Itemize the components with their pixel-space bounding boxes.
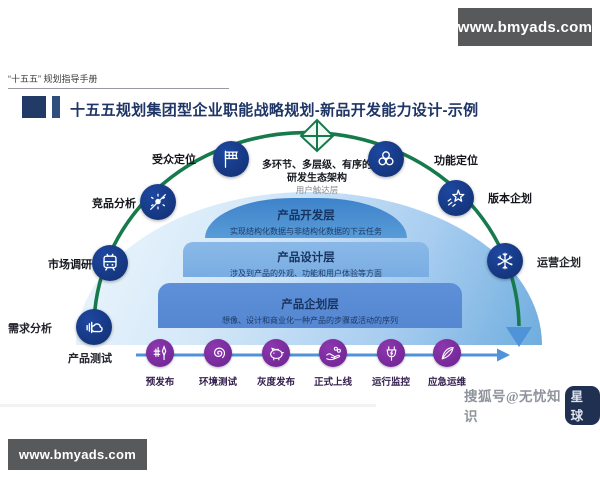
launch-pad-icon [153,344,166,360]
watermark: 搜狐号@无忧知识星球 [464,385,600,425]
shooting-star-icon [447,189,465,207]
label-function-positioning: 功能定位 [434,155,478,167]
gem-icon [299,118,335,153]
step-pre-release [146,339,174,367]
node-version-planning [438,180,474,216]
title-marker-square [22,96,46,118]
node-competitor-analysis [140,184,176,220]
node-function-positioning [368,141,404,177]
tram-icon [103,253,117,271]
node-market-research [92,245,128,281]
feather-icon [441,346,454,359]
step-gray-release [262,339,290,367]
step-official-launch [319,339,347,367]
node-product-testing [76,309,112,345]
page-edge-shadow [0,404,376,407]
layer-title: 产品企划层 [281,299,339,311]
label-audience-positioning: 受众定位 [152,154,196,166]
snowflake-icon [497,252,513,270]
label-demand-analysis: 需求分析 [8,323,52,335]
plug-monitor-icon [386,345,396,361]
layer-subtitle: 想像、设计和商业化一种产品的步骤或活动的序列 [222,316,398,325]
title-marker-bar [52,96,60,118]
layer-product-planning: 产品企划层 想像、设计和商业化一种产品的步骤或活动的序列 [158,283,462,328]
step-label: 预发布 [145,377,175,388]
label-version-planning: 版本企划 [488,193,532,205]
step-label: 正式上线 [313,377,352,388]
layer-subtitle: 实现结构化数据与非结构化数据的下云任务 [230,227,382,236]
label-competitor-analysis: 竞品分析 [92,198,136,210]
step-environment-test [204,339,232,367]
step-emergency-ops [433,339,461,367]
layer-product-design: 产品设计层 涉及到产品的外观、功能和用户体验等方面 [183,242,429,278]
label-product-testing: 产品测试 [68,353,112,365]
layer-title: 产品设计层 [277,252,335,264]
pipeline-arrowhead [497,348,510,362]
watermark-pill: 星球 [564,385,600,425]
site-banner-top: www.bmyads.com [458,8,592,46]
label-market-research: 市场调研 [48,259,92,271]
site-banner-bottom: www.bmyads.com [8,439,147,470]
step-label: 环境测试 [198,377,237,388]
flag-icon [224,150,239,168]
step-run-monitoring [377,339,405,367]
spiral-icon [213,347,225,358]
divider-line [8,88,229,89]
layer-title: 产品开发层 [277,210,335,222]
step-label: 灰度发布 [256,377,295,388]
layer-subtitle: 涉及到产品的外观、功能和用户体验等方面 [230,269,382,278]
cloud-signal-icon [86,321,103,334]
spark-analysis-icon [150,193,166,210]
piggy-bank-icon [269,347,284,360]
hand-coins-icon [325,346,341,360]
page-title: 十五五规划集团型企业职能战略规划-新品开发能力设计-示例 [70,102,479,119]
propeller-icon [378,151,394,166]
step-label: 运行监控 [371,377,410,388]
user-reach-layer-label: 用户触达层 [295,185,339,195]
watermark-text: 搜狐号@无忧知识 [464,389,562,424]
label-operations-planning: 运营企划 [537,257,581,269]
node-audience-positioning [213,141,249,177]
step-label: 应急运维 [427,377,466,388]
handbook-label: “十五五” 规划指导手册 [8,74,98,84]
node-operations-planning [487,243,523,279]
